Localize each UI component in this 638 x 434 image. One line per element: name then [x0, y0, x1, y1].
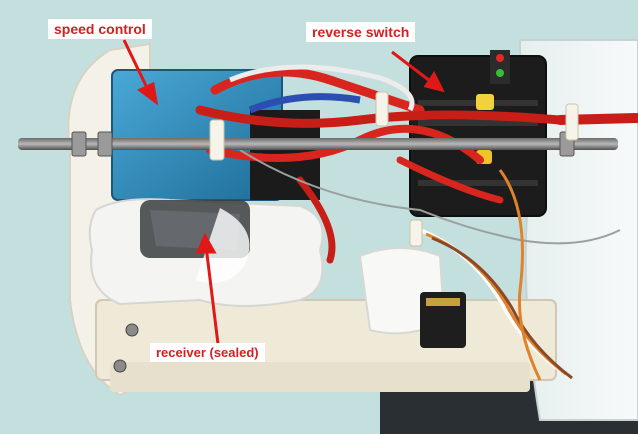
reverse-switch-body	[409, 55, 547, 217]
arrow-icon	[391, 50, 445, 93]
yellow-connector	[476, 94, 494, 110]
base-tray-edge	[110, 362, 530, 392]
reverse-switch-ribs-2	[418, 120, 538, 126]
threaded-rod	[18, 138, 618, 150]
led-icon	[490, 50, 510, 84]
reverse-switch-ribs-3	[418, 180, 538, 186]
wires-blue	[248, 93, 361, 114]
arrow-icon	[195, 232, 220, 345]
reverse-switch-label: reverse switch	[306, 22, 416, 42]
servo-leads	[419, 169, 573, 381]
receiver-label: receiver (sealed)	[150, 343, 265, 362]
wires-white	[229, 64, 621, 245]
screws	[113, 323, 139, 373]
connector-block	[358, 247, 466, 348]
cable-ties	[209, 91, 579, 247]
speed-control-label: speed control	[48, 19, 152, 39]
arrow-icon	[122, 39, 159, 106]
